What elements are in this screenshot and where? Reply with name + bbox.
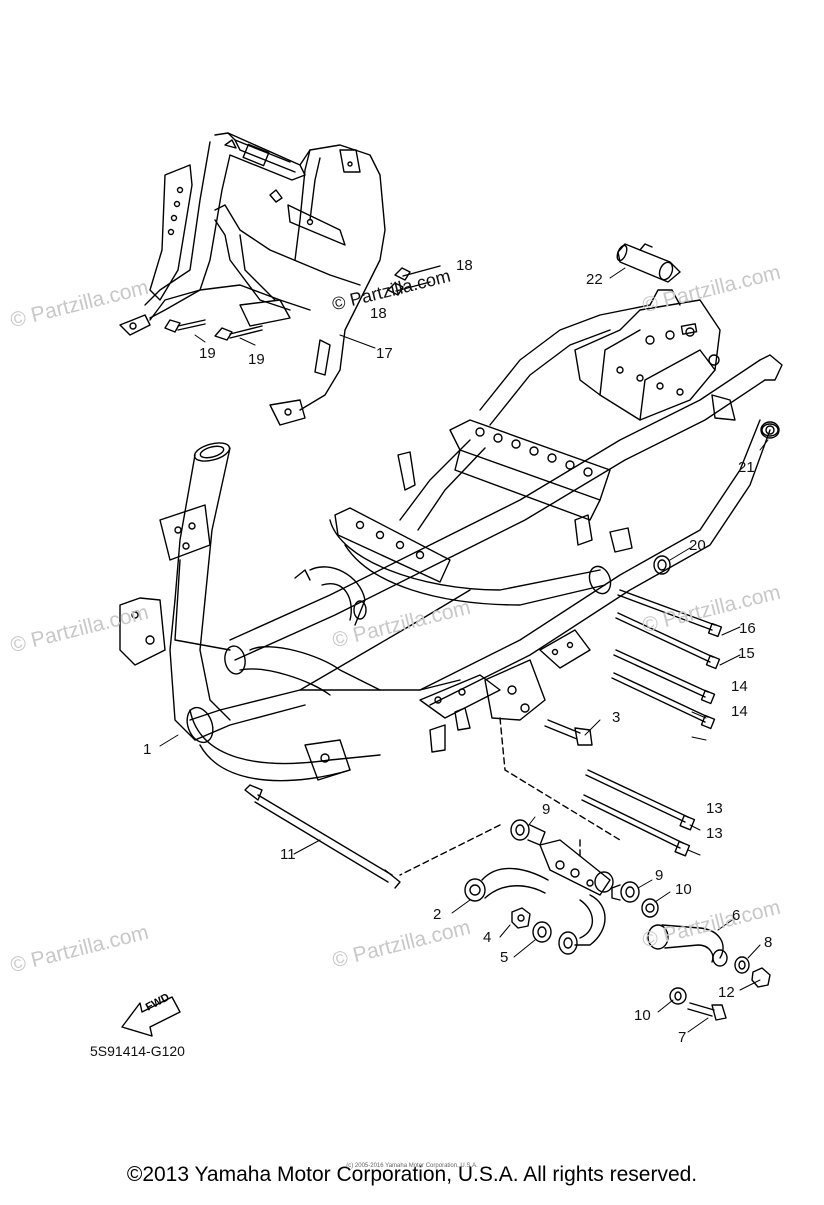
callout-19b: 19 (248, 351, 265, 368)
callout-8: 8 (764, 934, 773, 951)
callout-18b: 18 (370, 305, 387, 322)
callout-13b: 13 (706, 825, 723, 842)
callout-9b: 9 (655, 867, 664, 884)
copyright: ©2013 Yamaha Motor Corporation, U.S.A. A… (126, 1163, 698, 1186)
callout-5: 5 (500, 949, 509, 966)
callout-20: 20 (689, 537, 706, 554)
callout-2: 2 (433, 906, 442, 923)
part-3-bolt (544, 719, 593, 746)
main-frame-1 (119, 289, 783, 782)
callout-13: 13 (706, 800, 723, 817)
parts-20-21 (653, 421, 780, 575)
callout-4: 4 (483, 929, 492, 946)
callout-10b: 10 (634, 1007, 651, 1024)
callout-16: 16 (739, 620, 756, 637)
callout-7: 7 (678, 1029, 687, 1046)
callout-9: 9 (542, 801, 551, 818)
callout-10: 10 (675, 881, 692, 898)
callout-15: 15 (738, 645, 755, 662)
fwd-arrow-label: FWD (144, 991, 172, 1013)
fwd-label: FWD (144, 991, 172, 1013)
sub-frame-17 (119, 132, 441, 426)
part-code: 5S91414-G120 (90, 1043, 185, 1059)
callout-19: 19 (199, 345, 216, 362)
part-2-hanger (464, 819, 614, 955)
part-11-long-bolt (244, 784, 401, 889)
fwd-arrow (121, 996, 181, 1037)
leader-lines (159, 267, 769, 1033)
callout-18: 18 (456, 257, 473, 274)
callout-22: 22 (586, 271, 603, 288)
callout-11: 11 (280, 846, 296, 863)
parts-6-to-12 (611, 881, 771, 1021)
callout-14: 14 (731, 678, 748, 695)
callout-14b: 14 (731, 703, 748, 720)
parts-4-5 (511, 907, 552, 943)
callout-1: 1 (143, 741, 152, 758)
cable-ties (581, 589, 723, 857)
callout-3: 3 (612, 709, 621, 726)
callout-21: 21 (738, 459, 755, 476)
callout-17: 17 (376, 345, 393, 362)
callout-6: 6 (732, 907, 741, 924)
fine-print: (c) 2005-2016 Yamaha Motor Corporation, … (346, 1163, 478, 1169)
callout-12: 12 (718, 984, 735, 1001)
part-22-cylinder (616, 243, 681, 283)
